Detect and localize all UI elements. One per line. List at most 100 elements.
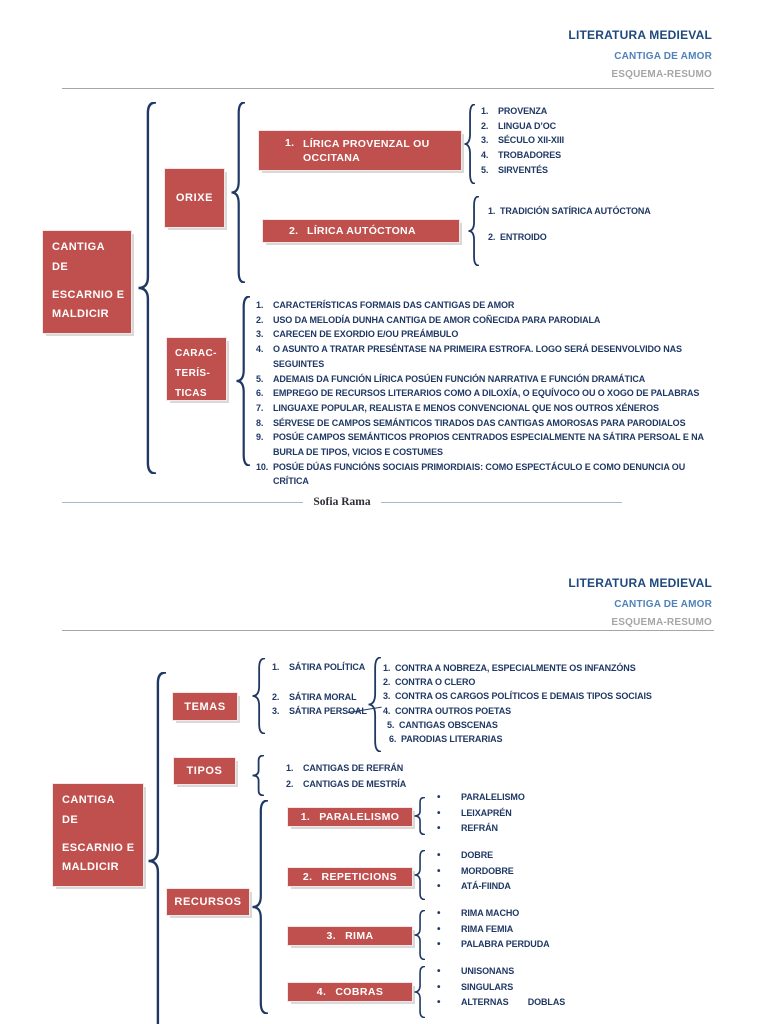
list-item: DOBRE	[432, 848, 514, 864]
item-number: 4.	[256, 344, 264, 355]
item-text: USO DA MELODÍA DUNHA CANTIGA DE AMOR COÑ…	[273, 314, 601, 325]
list-item: LEIXAPRÉN	[432, 806, 525, 822]
item-text: LEIXAPRÉN	[461, 807, 512, 818]
resource-box-rima: 3. RIMA	[287, 926, 413, 946]
bullet-icon	[432, 922, 461, 938]
item-number: 2.	[272, 692, 280, 702]
item-text: TRADICIÓN SATÍRICA AUTÓCTONA	[500, 206, 651, 216]
item-text: CARACTERÍSTICAS FORMAIS DAS CANTIGAS DE …	[273, 300, 515, 310]
bullet-icon	[432, 821, 461, 837]
resource-label: COBRAS	[335, 986, 384, 998]
item-text: SÉCULO XII-XIII	[498, 135, 565, 146]
brace	[148, 671, 167, 1024]
list-item: RIMA FEMIA	[432, 922, 550, 938]
item-text: SÁTIRA PERSOAL	[289, 706, 367, 716]
page-divider: Sofia Rama	[62, 496, 622, 508]
item-text: CONTRA OUTROS POETAS	[395, 705, 512, 716]
header-doctype: ESQUEMA-RESUMO	[611, 617, 712, 628]
root-box-line: MALDICIR	[52, 308, 109, 320]
item-text: UNISONANS	[461, 966, 515, 976]
resource-box-paralelismo: 1. PARALELISMO	[287, 807, 413, 827]
numbered-list-tipos: 1.CANTIGAS DE REFRÁN 2.CANTIGAS DE MESTR…	[286, 761, 406, 792]
divider-line	[380, 501, 622, 503]
subtopic-box-autoctona: 2. LÍRICA AUTÓCTONA	[262, 219, 460, 243]
list-item: 1. TRADICIÓN SATÍRICA AUTÓCTONA	[488, 204, 651, 218]
item-text: ENTROIDO	[500, 232, 547, 242]
item-text: SÁTIRA POLÍTICA	[289, 662, 366, 672]
root-box-line: CANTIGA	[62, 794, 115, 806]
bullet-list-cobras: UNISONANS SINGULARS ALTERNAS DOBLAS	[432, 964, 565, 1011]
topic-label: ORIXE	[175, 192, 214, 204]
topic-box-temas: TEMAS	[172, 692, 238, 721]
item-text: MORDOBRE	[461, 865, 514, 876]
brace	[252, 799, 269, 1015]
list-item: 6.PARODIAS LITERARIAS	[383, 732, 718, 746]
root-box-line: ESCARNIO E	[62, 842, 135, 854]
list-item: PARALELISMO	[432, 790, 525, 806]
numbered-list-caracteristicas: 1. CARACTERÍSTICAS FORMAIS DAS CANTIGAS D…	[256, 298, 711, 489]
item-number: 3.	[326, 930, 337, 942]
resource-label: RIMA	[345, 930, 374, 942]
item-number: 2.	[289, 225, 299, 237]
list-item: 2.SÁTIRA MORAL	[272, 690, 367, 704]
item-number: 1.	[285, 137, 295, 149]
item-text: TROBADORES	[498, 150, 562, 161]
item-number: 1.	[481, 106, 489, 116]
bullet-icon	[432, 879, 461, 895]
resource-label: REPETICIONS	[321, 871, 398, 883]
bullet-icon	[432, 864, 461, 880]
item-number: 1.	[272, 662, 280, 672]
item-text: CONTRA A NOBREZA, ESPECIALMENTE OS INFAN…	[395, 663, 636, 673]
item-number: 4.	[316, 986, 327, 998]
list-item: 5.CANTIGAS OBSCENAS	[383, 718, 718, 732]
bullet-list-repeticions: DOBRE MORDOBRE ATÁ-FIINDA	[432, 848, 514, 895]
item-text: LINGUA D’OC	[498, 120, 557, 131]
list-item: 6.EMPREGO DE RECURSOS LITERARIOS COMO A …	[256, 386, 711, 401]
list-item: 10. POSÚE DÚAS FUNCIÓNS SOCIAIS PRIMORDIA…	[256, 460, 711, 489]
topic-box-recursos: RECURSOS	[166, 888, 250, 916]
item-text: POSÚE DÚAS FUNCIÓNS SOCIAIS PRIMORDIAIS:…	[273, 461, 686, 487]
item-number: 5.	[256, 373, 264, 384]
topic-label: TEMAS	[184, 700, 226, 713]
bullet-icon	[432, 790, 461, 806]
subtopic-label: LÍRICA AUTÓCTONA	[307, 225, 416, 237]
bullet-list-paralelismo: PARALELISMO LEIXAPRÉN REFRÁN	[432, 790, 525, 837]
list-item: 2.CONTRA O CLERO	[383, 675, 718, 689]
list-item: 2.CANTIGAS DE MESTRÍA	[286, 777, 406, 793]
topic-label-line: CARAC-	[175, 348, 217, 359]
item-number: 1.	[300, 811, 311, 823]
header-title: LITERATURA MEDIEVAL	[568, 576, 712, 590]
item-number: 5.	[481, 164, 489, 175]
list-item: 9.POSÚE CAMPOS SEMÁNTICOS PROPIOS CENTRA…	[256, 430, 711, 459]
topic-box-caracteristicas: CARAC- TERÍS- TICAS	[166, 337, 227, 401]
item-text: SIRVENTÉS	[498, 164, 548, 175]
item-text: CANTIGAS DE MESTRÍA	[303, 778, 407, 789]
bullet-icon	[432, 937, 461, 953]
subtopic-label: LÍRICA PROVENZAL OU OCCITANA	[303, 138, 430, 164]
item-text: CARECEN DE EXORDIO E/OU PREÁMBULO	[273, 329, 459, 340]
list-item: REFRÁN	[432, 821, 525, 837]
item-number: 10.	[256, 461, 269, 472]
item-number: 7.	[256, 402, 264, 413]
item-text: POSÚE CAMPOS SEMÁNTICOS PROPIOS CENTRADO…	[273, 432, 704, 458]
list-item: PALABRA PERDUDA	[432, 937, 550, 953]
item-text: LINGUAXE POPULAR, REALISTA E MENOS CONVE…	[273, 402, 659, 413]
item-text: PALABRA PERDUDA	[461, 939, 550, 950]
list-item: ATÁ-FIINDA	[432, 879, 514, 895]
item-number: 4.	[383, 705, 391, 716]
root-box-line: MALDICIR	[62, 861, 119, 873]
item-number: 1.	[488, 206, 496, 216]
item-text: RIMA FEMIA	[461, 923, 514, 934]
list-item: 4.O ASUNTO A TRATAR PRESÉNTASE NA PRIMEI…	[256, 342, 711, 371]
brace	[464, 103, 476, 185]
item-number: 8.	[256, 417, 264, 428]
item-number: 1.	[383, 663, 391, 673]
item-text: REFRÁN	[461, 823, 498, 834]
item-number: 1.	[256, 300, 264, 310]
bullet-icon	[432, 980, 461, 996]
list-item: 4.TROBADORES	[481, 148, 564, 163]
subtopic-box-provenzal: 1. LÍRICA PROVENZAL OU OCCITANA	[258, 130, 462, 171]
item-number: 2.	[488, 232, 496, 242]
item-number: 2.	[302, 871, 313, 883]
header-course: CANTIGA DE AMOR	[614, 51, 712, 62]
